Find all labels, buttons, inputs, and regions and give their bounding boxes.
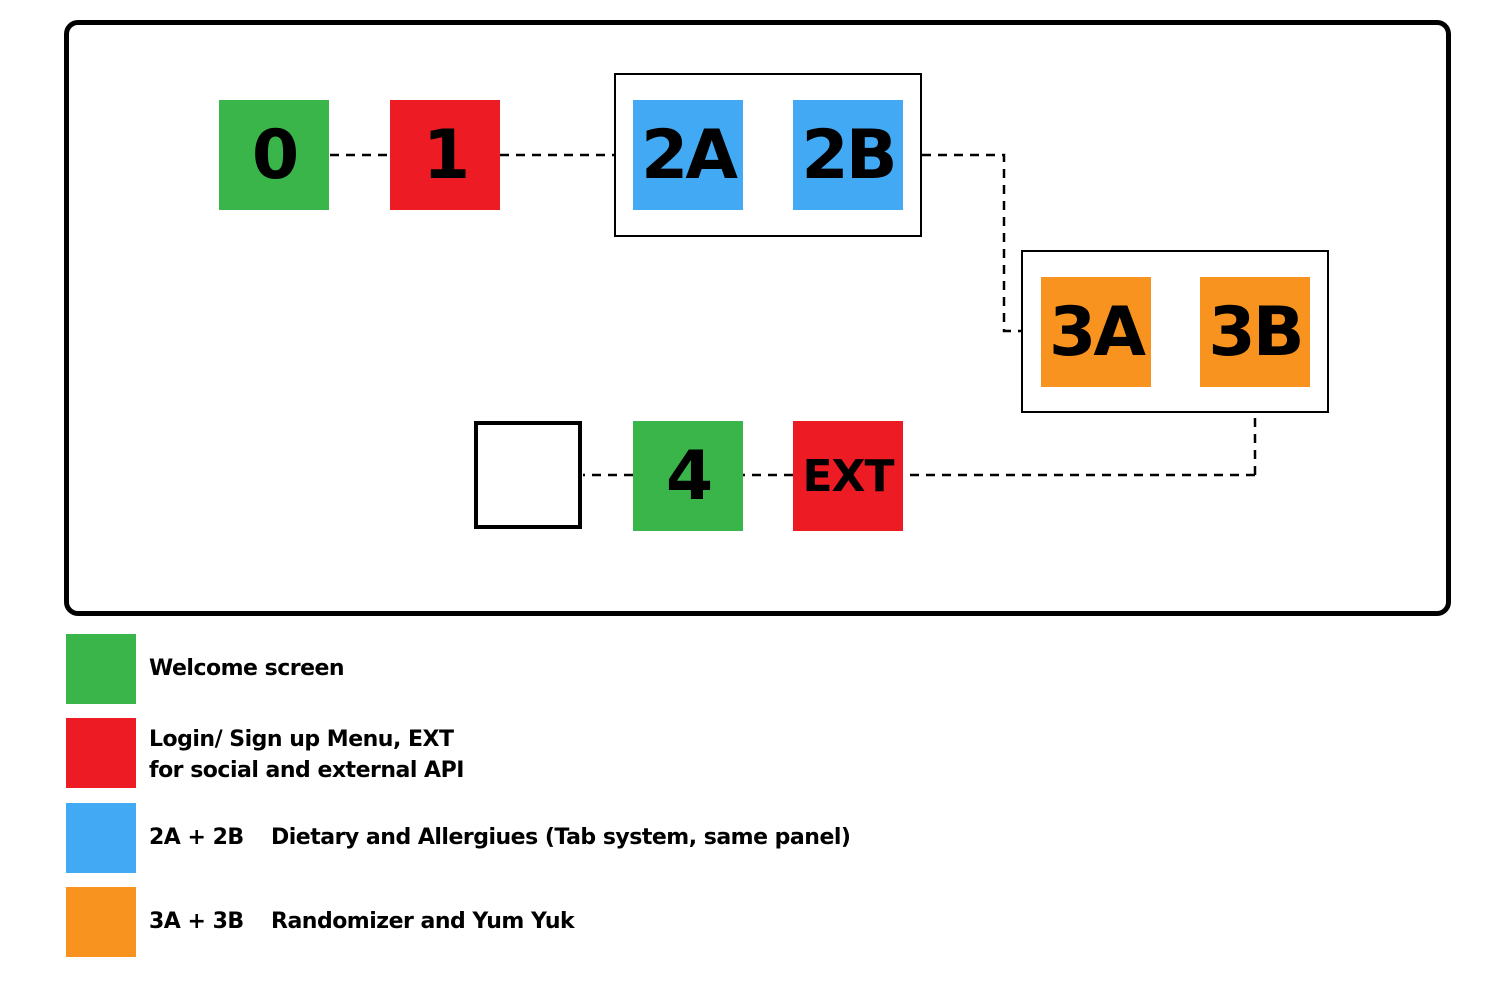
node-3b: 3B — [1200, 277, 1310, 387]
legend-desc-blue: Dietary and Allergiues (Tab system, same… — [271, 825, 851, 850]
node-0: 0 — [219, 100, 329, 210]
node-4: 4 — [633, 421, 743, 531]
legend-label-red-line2: for social and external API — [149, 758, 464, 783]
legend-swatch-green — [66, 634, 136, 704]
node-2a: 2A — [633, 100, 743, 210]
node-2b: 2B — [793, 100, 903, 210]
legend-swatch-blue — [66, 803, 136, 873]
legend-swatch-orange — [66, 887, 136, 957]
legend-code-orange: 3A + 3B — [149, 909, 244, 934]
legend-desc-orange: Randomizer and Yum Yuk — [271, 909, 575, 934]
legend-label-red-line1: Login/ Sign up Menu, EXT — [149, 727, 454, 752]
node-empty — [474, 421, 582, 529]
node-ext: EXT — [793, 421, 903, 531]
node-3a: 3A — [1041, 277, 1151, 387]
legend-code-blue: 2A + 2B — [149, 825, 244, 850]
node-1: 1 — [390, 100, 500, 210]
legend-label-green: Welcome screen — [149, 656, 345, 681]
legend-swatch-red — [66, 718, 136, 788]
